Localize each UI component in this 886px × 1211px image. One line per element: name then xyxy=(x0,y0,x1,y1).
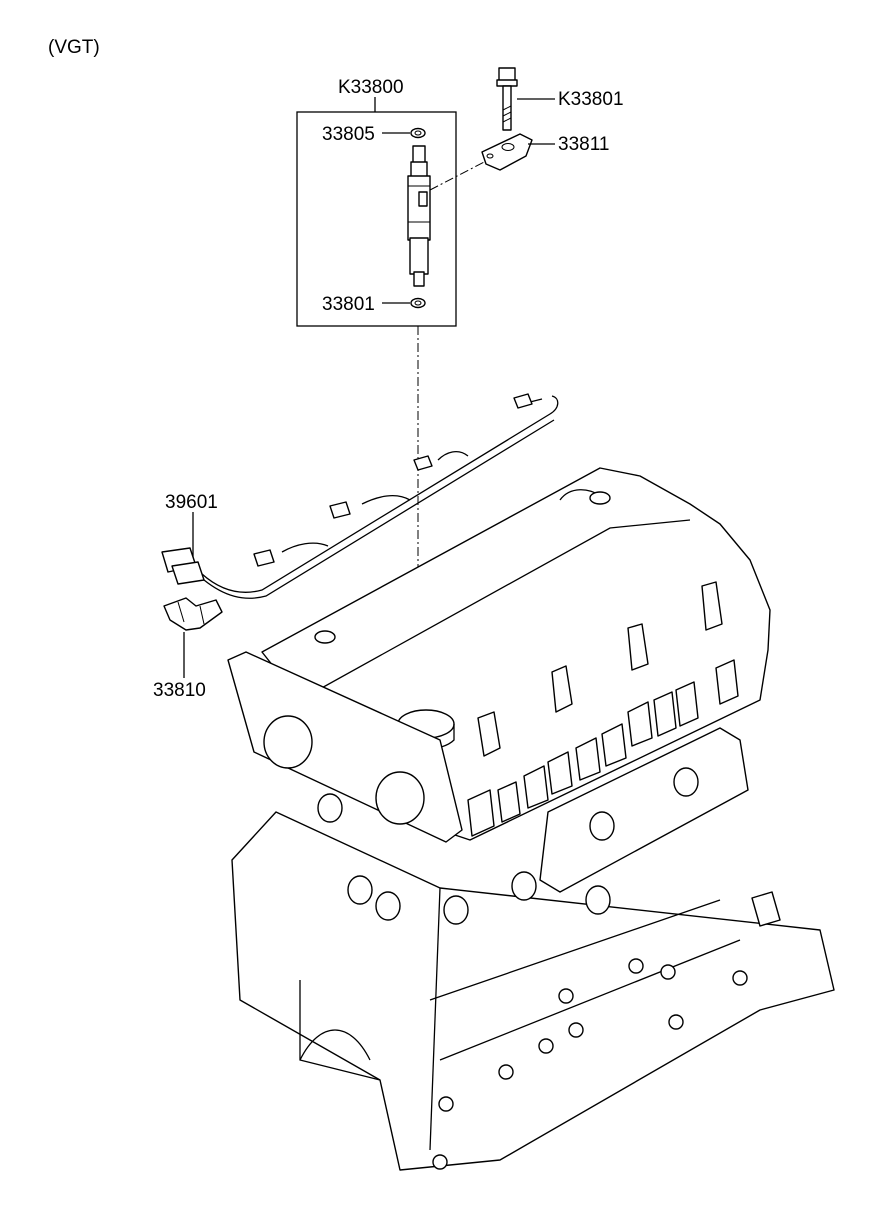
harness-bracket-part xyxy=(163,597,223,631)
callout-harness-bracket: 33810 xyxy=(153,680,206,701)
injector-harness-part xyxy=(161,393,559,599)
callout-bolt-kit: K33801 xyxy=(558,89,624,110)
callout-harness: 39601 xyxy=(165,492,218,513)
variant-label: (VGT) xyxy=(48,37,100,58)
lower-washer-part xyxy=(410,297,426,309)
engine-block-illustration xyxy=(227,467,835,1171)
upper-washer-part xyxy=(410,127,426,139)
clamp-centerline xyxy=(429,157,493,191)
callout-clamp: 33811 xyxy=(558,134,609,155)
clamp-bolt-part xyxy=(496,67,518,131)
callout-upper-washer: 33805 xyxy=(322,124,375,145)
callout-lower-washer: 33801 xyxy=(322,294,375,315)
injector-clamp-part xyxy=(481,133,533,171)
injector-part xyxy=(407,145,431,287)
callout-injector-kit: K33800 xyxy=(338,77,404,98)
injector-kit-box xyxy=(296,111,457,327)
